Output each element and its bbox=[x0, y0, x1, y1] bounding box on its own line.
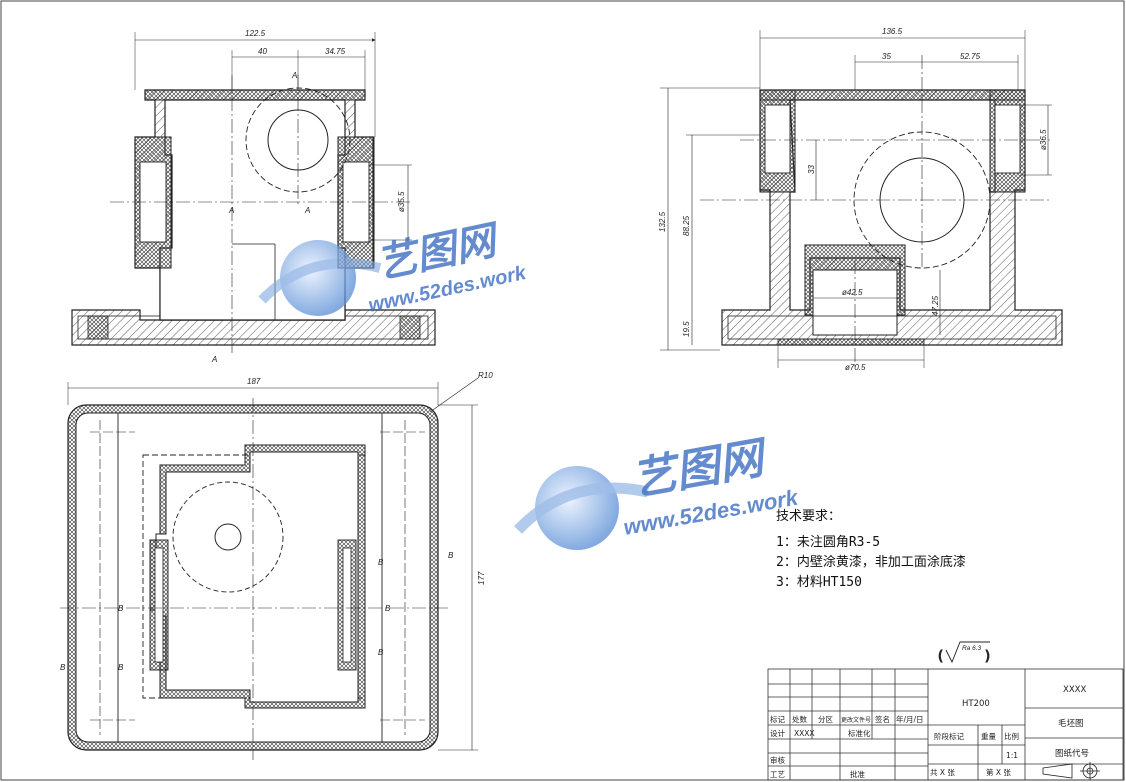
tb-sheet-no: 第 X 张 bbox=[986, 767, 1011, 777]
tb-standard-label: 标准化 bbox=[848, 728, 871, 738]
watermark-logo bbox=[258, 240, 650, 550]
side-dim-height2: 88.25 bbox=[682, 215, 691, 236]
title-block bbox=[767, 668, 1124, 781]
svg-text:(: ( bbox=[938, 649, 943, 664]
tb-scale: 1:1 bbox=[1006, 751, 1018, 760]
top-section-label: B bbox=[378, 558, 384, 567]
top-section-label: B bbox=[60, 663, 66, 672]
side-dim-inner-dia: ø42.5 bbox=[842, 288, 863, 297]
note-item: 1：未注圆角R3-5 bbox=[776, 535, 880, 550]
tb-drawing-name: XXXX bbox=[1063, 685, 1086, 695]
tb-review-label: 审核 bbox=[770, 755, 785, 765]
top-section-label: B bbox=[378, 648, 384, 657]
tb-approve-label: 批准 bbox=[850, 769, 865, 779]
tb-header: 年/月/日 bbox=[896, 714, 924, 724]
tb-process-label: 工艺 bbox=[770, 770, 785, 779]
top-section-label: B bbox=[118, 663, 124, 672]
side-dim-bore: ø36.5 bbox=[1039, 129, 1048, 150]
top-section-label: B bbox=[448, 551, 454, 560]
tb-material: HT200 bbox=[962, 699, 990, 709]
side-dim-width: 136.5 bbox=[882, 27, 903, 36]
tb-header: 处数 bbox=[792, 714, 807, 724]
top-section-label: B bbox=[118, 604, 124, 613]
note-item: 3：材料HT150 bbox=[776, 575, 862, 590]
notes-title: 技术要求： bbox=[776, 509, 841, 524]
projection-symbol-icon bbox=[1042, 762, 1100, 780]
front-section-label: A bbox=[291, 71, 297, 80]
front-dim-bore: ø35.5 bbox=[397, 191, 406, 212]
tb-weight-label: 重量 bbox=[981, 732, 996, 741]
tb-ratio-label: 比例 bbox=[1004, 731, 1019, 741]
front-section-label: A bbox=[228, 206, 234, 215]
top-view bbox=[60, 377, 479, 760]
tb-header: 标记 bbox=[770, 714, 785, 724]
side-dim-left: 35 bbox=[882, 52, 891, 61]
tb-design-value: XXXX bbox=[794, 729, 815, 738]
top-dim-radius: R10 bbox=[478, 371, 493, 380]
tb-stage-label: 阶段标记 bbox=[934, 731, 964, 741]
front-dim-width: 122.5 bbox=[245, 29, 266, 38]
top-section-label: B bbox=[385, 604, 391, 613]
note-item: 2：内壁涂黄漆，非加工面涂底漆 bbox=[776, 554, 966, 570]
side-dim-base: 19.5 bbox=[682, 321, 691, 337]
roughness-symbol-icon: ( ) bbox=[938, 641, 991, 665]
svg-text:): ) bbox=[985, 649, 990, 664]
tb-header: 分区 bbox=[818, 715, 833, 724]
side-dim-inner-h: 47.25 bbox=[931, 295, 940, 316]
side-dim-height: 132.5 bbox=[658, 211, 667, 232]
top-dim-width: 187 bbox=[247, 377, 261, 386]
side-dim-offset: 33 bbox=[807, 165, 816, 174]
tb-header: 签名 bbox=[875, 714, 890, 724]
tb-drawing-no: 图纸代号 bbox=[1055, 748, 1089, 759]
front-section-label: A bbox=[304, 206, 310, 215]
side-dim-right: 52.75 bbox=[960, 52, 981, 61]
tb-title: 毛坯图 bbox=[1058, 718, 1084, 729]
front-dim-right: 34.75 bbox=[325, 47, 346, 56]
front-section-label: A bbox=[211, 355, 217, 364]
roughness-value: Ra 6.3 bbox=[962, 645, 982, 652]
tb-header: 更改文件号 bbox=[841, 716, 871, 724]
side-dim-base-dia: ø70.5 bbox=[845, 363, 866, 372]
tb-design-label: 设计 bbox=[770, 728, 785, 738]
front-dim-left: 40 bbox=[258, 47, 267, 56]
side-section-view bbox=[660, 30, 1063, 370]
top-dim-height: 177 bbox=[477, 571, 486, 585]
tb-sheets-total: 共 X 张 bbox=[930, 768, 955, 777]
